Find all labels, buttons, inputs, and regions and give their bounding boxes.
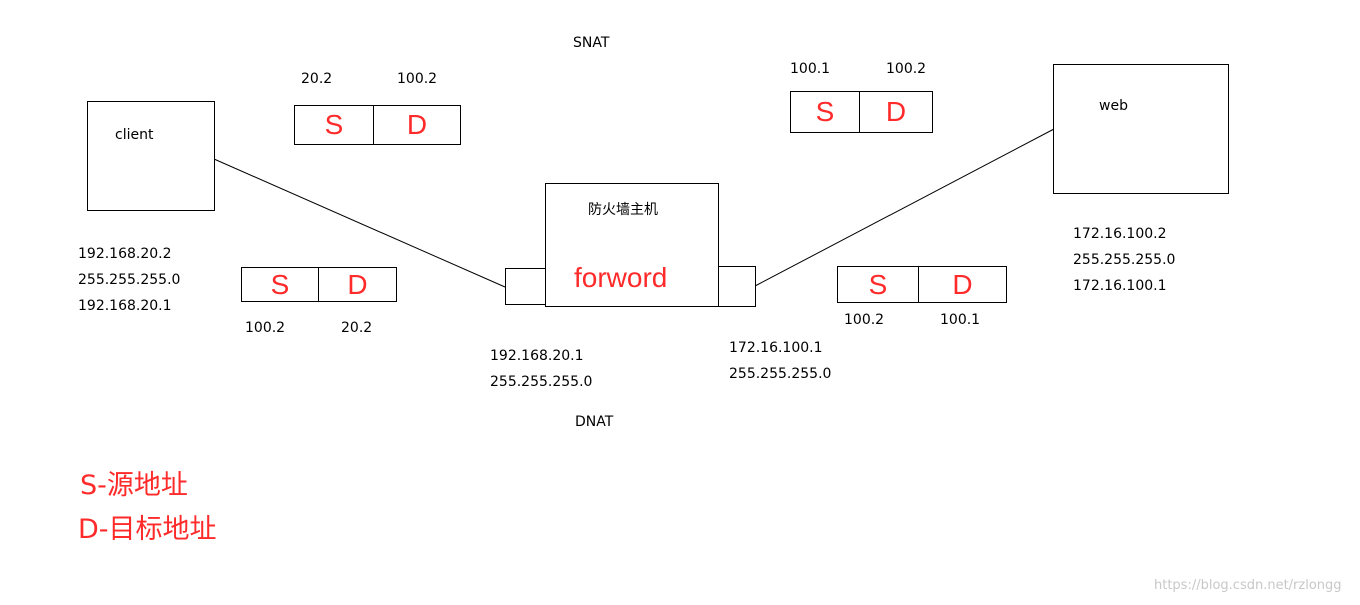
packet-client-out-src: 20.2	[301, 71, 333, 87]
packet-web-out-src: 100.2	[844, 312, 885, 328]
legend-destination: D-目标地址	[78, 514, 217, 545]
web-gateway: 172.16.100.1	[1073, 278, 1167, 294]
packet-destination-field: D	[918, 267, 1006, 302]
packet-web-out: S D	[837, 266, 1007, 303]
packet-source-field: S	[815, 96, 835, 127]
packet-web-in-dst: 100.2	[886, 61, 927, 77]
client-host-name: client	[115, 127, 154, 143]
packet-client-in: S D	[241, 267, 397, 302]
firewall-right-mask: 255.255.255.0	[729, 366, 832, 382]
packet-client-in-dst: 20.2	[341, 320, 373, 336]
web-mask: 255.255.255.0	[1073, 252, 1176, 268]
client-gateway: 192.168.20.1	[78, 298, 172, 314]
forward-label: forword	[574, 262, 668, 293]
client-to-firewall-link	[213, 158, 506, 288]
web-ip: 172.16.100.2	[1073, 226, 1167, 242]
firewall-to-web-link	[754, 128, 1055, 287]
packet-destination-field: D	[859, 92, 932, 132]
firewall-left-ip: 192.168.20.1	[490, 348, 584, 364]
packet-web-in: S D	[790, 91, 933, 133]
client-mask: 255.255.255.0	[78, 272, 181, 288]
firewall-right-ip: 172.16.100.1	[729, 340, 823, 356]
packet-client-out-dst: 100.2	[397, 71, 438, 87]
firewall-host-box: 防火墙主机	[545, 183, 719, 307]
web-host-box: web	[1053, 64, 1229, 194]
client-ip: 192.168.20.2	[78, 246, 172, 262]
web-host-name: web	[1099, 98, 1128, 114]
firewall-host-name: 防火墙主机	[588, 202, 658, 218]
packet-client-in-src: 100.2	[245, 320, 286, 336]
packet-source-field: S	[324, 109, 344, 140]
dnat-label: DNAT	[575, 414, 614, 430]
packet-destination-field: D	[373, 106, 460, 144]
snat-label: SNAT	[573, 35, 610, 51]
client-host-box: client	[87, 101, 215, 211]
packet-web-out-dst: 100.1	[940, 312, 981, 328]
packet-source-field: S	[868, 268, 888, 300]
packet-source-field: S	[270, 268, 290, 300]
watermark: https://blog.csdn.net/rzlongg	[1154, 578, 1342, 593]
legend-source: S-源地址	[80, 470, 188, 501]
packet-client-out: S D	[294, 105, 461, 145]
firewall-left-mask: 255.255.255.0	[490, 374, 593, 390]
packet-web-in-src: 100.1	[790, 61, 831, 77]
firewall-left-interface	[505, 268, 546, 305]
packet-destination-field: D	[318, 268, 396, 301]
firewall-right-interface	[718, 266, 756, 307]
